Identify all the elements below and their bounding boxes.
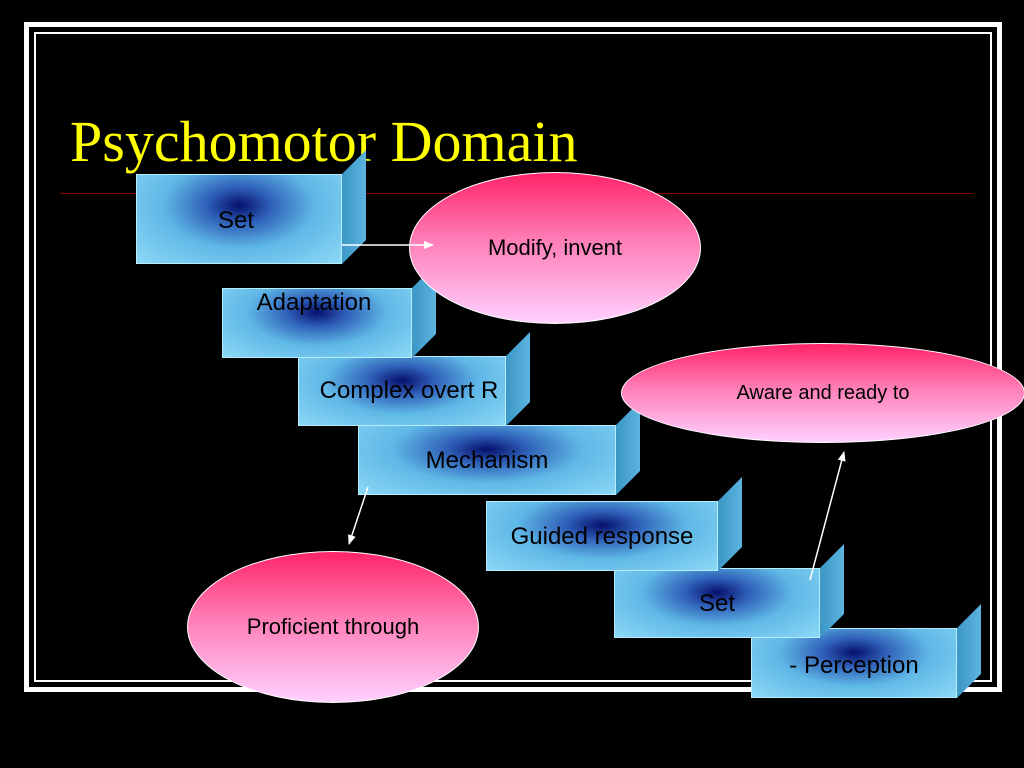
step-label-set-top: Set bbox=[217, 207, 255, 234]
step-box-front bbox=[614, 568, 820, 638]
callout-modify-invent: Modify, invent bbox=[409, 172, 701, 324]
callout-proficient-through: Proficient through bbox=[187, 551, 479, 703]
step-label-complex-overt: Complex overt R bbox=[319, 377, 499, 404]
callout-aware-ready: Aware and ready to bbox=[621, 343, 1024, 443]
step-box-front bbox=[136, 174, 342, 264]
callout-proficient-label: Proficient through bbox=[246, 614, 420, 639]
step-label-mechanism: Mechanism bbox=[425, 447, 549, 474]
step-box-front bbox=[222, 288, 412, 358]
slide-frame-outer bbox=[24, 22, 1002, 692]
slide-frame-inner bbox=[34, 32, 992, 682]
step-label-guided-response: Guided response bbox=[510, 523, 694, 550]
step-box-front bbox=[298, 356, 506, 426]
step-box-front bbox=[486, 501, 718, 571]
arrow-mechanism-to-proficient bbox=[348, 486, 369, 545]
callout-modify-label: Modify, invent bbox=[487, 235, 623, 260]
step-label-set-lower: Set bbox=[698, 590, 736, 617]
step-box-adaptation: Adaptation bbox=[222, 264, 436, 358]
step-box-perception: - Perception bbox=[751, 604, 981, 698]
step-box-mechanism: Mechanism bbox=[358, 401, 640, 495]
arrow-set-to-aware bbox=[809, 451, 846, 581]
step-box-set-top: Set bbox=[136, 150, 366, 264]
callout-aware-label: Aware and ready to bbox=[736, 381, 910, 404]
step-box-front bbox=[358, 425, 616, 495]
step-label-perception: - Perception bbox=[789, 652, 919, 679]
step-label-adaptation: Adaptation bbox=[256, 289, 372, 316]
step-box-guided-response: Guided response bbox=[486, 477, 742, 571]
step-box-set-lower: Set bbox=[614, 544, 844, 638]
slide-title: Psychomotor Domain bbox=[70, 109, 578, 174]
step-box-complex-overt: Complex overt R bbox=[298, 332, 530, 426]
step-box-front bbox=[751, 628, 957, 698]
